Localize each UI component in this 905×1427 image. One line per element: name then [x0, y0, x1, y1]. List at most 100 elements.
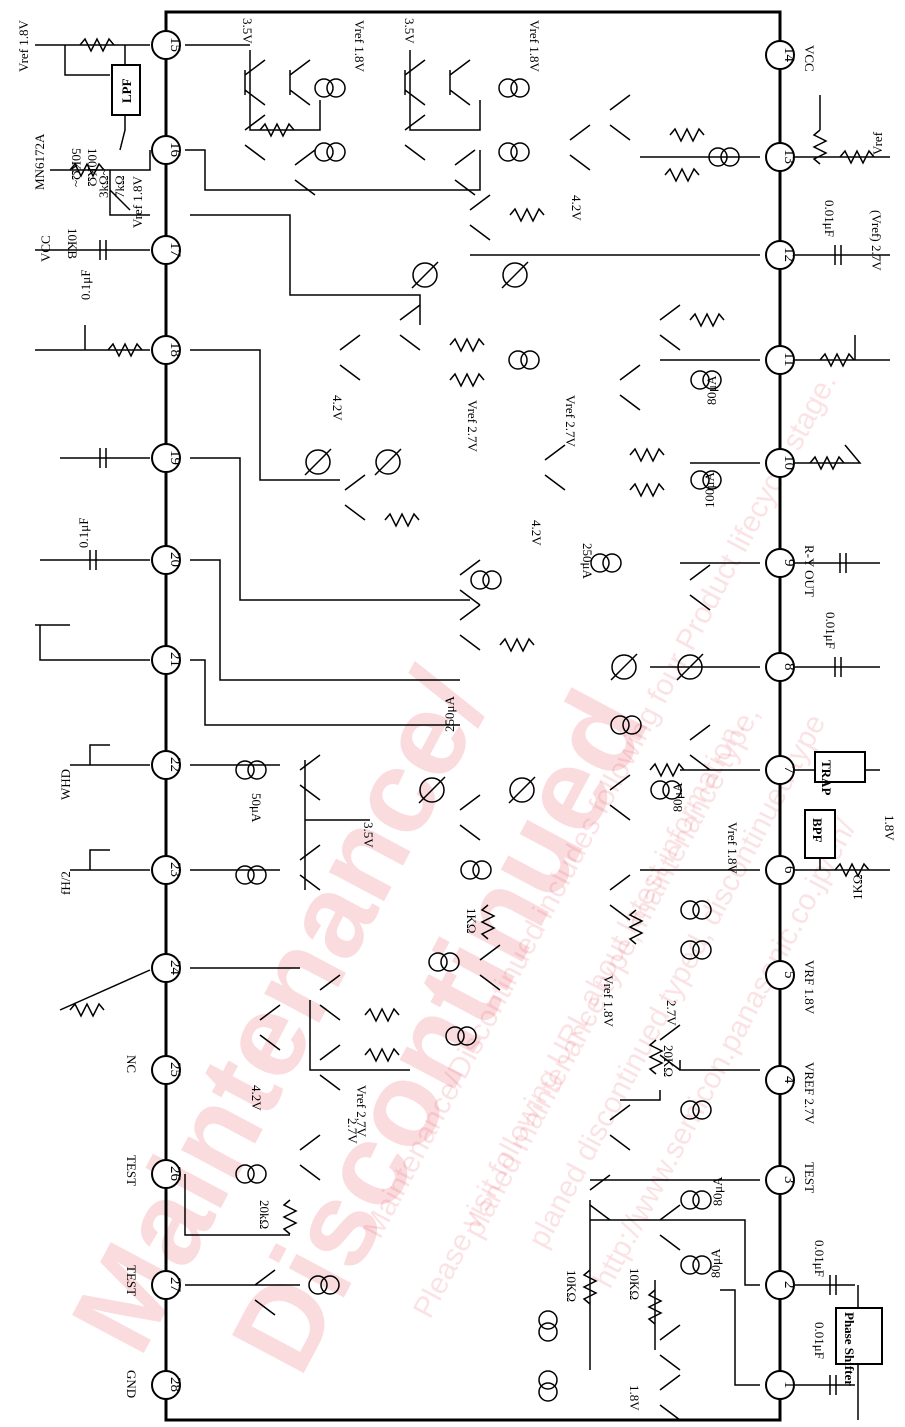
- variable-current-sources: [304, 261, 704, 804]
- vref18-5: Vref 1.8V: [601, 975, 616, 1028]
- r10k-b: 10KΩ: [627, 1268, 642, 1300]
- pin-14: 14: [781, 47, 797, 63]
- v42-24: 4.2V: [249, 1085, 264, 1111]
- res-50k-label: 50KΩ~: [69, 148, 84, 187]
- res-10kb-label: 10KB: [65, 228, 80, 259]
- lpf-box: [111, 64, 141, 116]
- pin-2: 2: [781, 1281, 797, 1289]
- pin-9-label: R-Y OUT: [802, 545, 817, 597]
- pins-right: 14 13 12 11 10 9 8 7 6 5 4 3 2 1 VCC R-Y…: [765, 40, 817, 1400]
- r1k-internal: 1KΩ: [464, 908, 479, 934]
- pin-6: 6: [781, 866, 797, 874]
- v35-22: 3.5V: [361, 822, 376, 848]
- pin-23: 23: [167, 862, 183, 877]
- pin-1: 1: [781, 1381, 797, 1389]
- current-sources: [235, 78, 740, 1402]
- r20k-4: 20KΩ: [661, 1045, 676, 1077]
- r10k-a: 10KΩ: [564, 1270, 579, 1302]
- i80-7: 80μA: [670, 782, 685, 812]
- pin-3-label: TEST: [802, 1162, 817, 1193]
- pin-22: 22: [167, 757, 183, 772]
- fh2-label: fH/2: [58, 871, 73, 895]
- pin-12: 12: [781, 247, 797, 262]
- pin-25-label: NC: [124, 1055, 139, 1073]
- transistor-symbols: [244, 59, 711, 1421]
- res-3k-label: 3kΩ~: [96, 168, 111, 198]
- pin-10: 10: [781, 455, 797, 470]
- i80-3: 80μA: [710, 1176, 725, 1206]
- trap-label: TRAP: [819, 760, 834, 795]
- vcc-17-label: VCC: [38, 235, 53, 262]
- pin-14-label: VCC: [802, 45, 817, 72]
- pin-15: 15: [167, 37, 183, 52]
- cap-001-2-label: 0.01μF: [812, 1240, 827, 1277]
- pin-5: 5: [781, 971, 797, 979]
- pin-7: 7: [781, 766, 797, 774]
- v35-b: 3.5V: [402, 18, 417, 44]
- pin-24: 24: [167, 960, 183, 976]
- vref27-24: Vref 2.7V: [354, 1085, 369, 1138]
- pin-28: 28: [167, 1377, 183, 1392]
- vref27-18: Vref 2.7V: [465, 400, 480, 453]
- pins-left: 15 16 17 18 19 20 21 22 23 24 25 26 27 2…: [124, 30, 183, 1400]
- i80-2: 80μA: [708, 1248, 723, 1278]
- pin-17: 17: [167, 242, 183, 258]
- res-100k-label: 100KΩ: [85, 148, 100, 187]
- v42-10: 4.2V: [529, 520, 544, 546]
- r20k-26: 20kΩ: [257, 1200, 272, 1229]
- pin-4-label: VREF 2.7V: [802, 1062, 817, 1125]
- cap-001-8-label: 0.01μF: [823, 612, 838, 649]
- whd-label: WHD: [58, 769, 73, 800]
- pin-19: 19: [167, 450, 183, 465]
- pin-16: 16: [167, 142, 183, 158]
- external-labels: Vref 1.8V MN6172A 100KΩ 50KΩ~ 3kΩ~ 7kΩ V…: [16, 19, 897, 1358]
- vref18-7: Vref 1.8V: [725, 822, 740, 875]
- pin-11: 11: [781, 352, 797, 366]
- pin-27-label: TEST: [124, 1265, 139, 1296]
- i80-11: 80μA: [704, 375, 719, 405]
- vref-27-12-label: (Vref) 2.7V: [869, 210, 884, 271]
- phase-shifter-label: Phase Shifter: [842, 1312, 857, 1386]
- i250-21: 250μA: [442, 696, 457, 732]
- vref-b: Vref 1.8V: [527, 20, 542, 73]
- pin-27: 27: [167, 1277, 183, 1293]
- vref-18-16-label: Vref 1.8V: [130, 175, 145, 228]
- cap-001-1-label: 0.01μF: [812, 1322, 827, 1359]
- cap-001-12-label: 0.01μF: [822, 200, 837, 237]
- v18-6-label: 1.8V: [882, 815, 897, 841]
- pin-3: 3: [781, 1176, 797, 1184]
- res-7k-label: 7kΩ: [112, 175, 127, 198]
- vref-13-label: Vref: [870, 131, 885, 155]
- v42-18: 4.2V: [330, 395, 345, 421]
- cap-01-20-label: 0.1μF: [76, 518, 91, 548]
- v27-26: 2.7V: [345, 1118, 360, 1144]
- trap-box: [814, 751, 866, 783]
- pin-20: 20: [167, 552, 183, 567]
- pin-8: 8: [781, 663, 797, 671]
- vref27-10: Vref 2.7V: [563, 395, 578, 448]
- i250-9: 250μA: [580, 543, 595, 579]
- lpf-label: LPF: [119, 78, 134, 103]
- v18-1: 1.8V: [627, 1385, 642, 1411]
- i50-22: 50μA: [249, 793, 264, 823]
- i100-10: 100μA: [702, 472, 717, 508]
- pin-5-label: VRF 1.8V: [802, 960, 817, 1015]
- internal-labels: 3.5V 3.5V Vref 1.8V Vref 1.8V 4.2V 4.2V …: [240, 18, 740, 1411]
- pin-25: 25: [167, 1062, 183, 1077]
- external-left: [35, 44, 151, 1011]
- mn6172a-label: MN6172A: [32, 133, 47, 190]
- res-1k-6-label: 1KΩ: [850, 874, 865, 900]
- pin-9: 9: [781, 559, 797, 567]
- internal-wiring: [184, 44, 760, 1386]
- v27-4: 2.7V: [664, 1000, 679, 1026]
- pin-18: 18: [167, 342, 183, 357]
- bpf-label: BPF: [810, 818, 825, 843]
- bpf-box: [804, 809, 836, 859]
- pin-4: 4: [781, 1076, 797, 1084]
- external-right: [795, 95, 890, 1420]
- v42-13: 4.2V: [569, 195, 584, 221]
- v35-a: 3.5V: [240, 18, 255, 44]
- vref-18-top: Vref 1.8V: [16, 19, 31, 72]
- cap-01-17-label: 0.1μF: [78, 270, 93, 300]
